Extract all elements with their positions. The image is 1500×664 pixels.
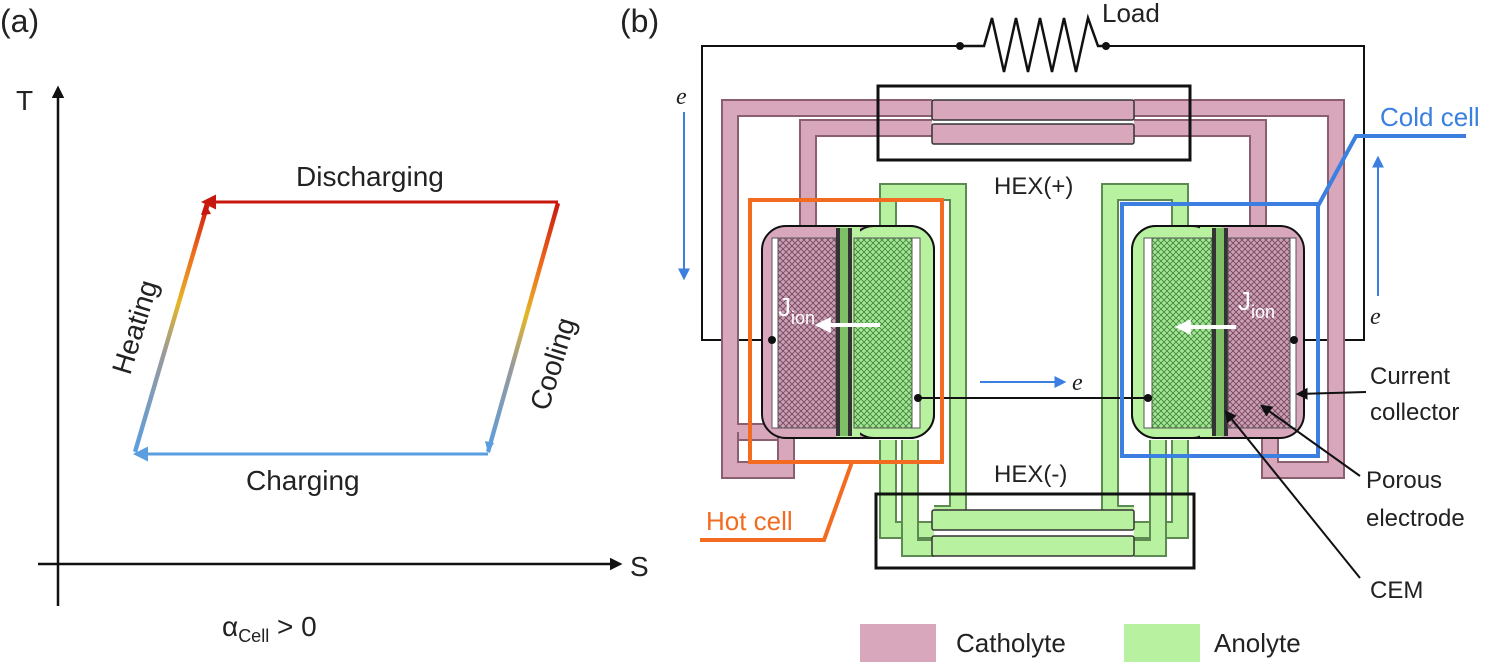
hex-pos-box: [876, 84, 1192, 162]
condition-rest: > 0: [269, 611, 316, 642]
legend-catholyte-label: Catholyte: [956, 628, 1066, 658]
cold-cell-terminal-right: [1290, 336, 1298, 344]
node-right: [1102, 42, 1110, 50]
cooling-line: [486, 202, 560, 453]
hot-cell-body: [761, 225, 935, 439]
electron-label-left: e: [676, 84, 687, 110]
heating-arrowhead: [201, 203, 211, 215]
heating-line: [133, 202, 210, 453]
alpha-symbol: α: [222, 611, 238, 642]
alpha-subscript: Cell: [238, 626, 269, 646]
j-sub-hot: ion: [791, 308, 815, 328]
load-label: Load: [1102, 0, 1160, 28]
legend-anolyte-label: Anolyte: [1214, 628, 1301, 658]
porous-electrode-pointer: [1260, 404, 1361, 477]
current-collector-pointer: [1295, 387, 1367, 400]
cem-label: CEM: [1370, 577, 1423, 604]
hot-cell-label: Hot cell: [706, 506, 793, 536]
hex-pos-channel-1: [931, 99, 1135, 121]
legend-anolyte-swatch: [1124, 624, 1200, 662]
current-collector-label-1: Current: [1370, 363, 1450, 390]
hex-neg-channel-1: [931, 509, 1135, 531]
charging-label: Charging: [246, 465, 360, 496]
porous-electrode-label-2: electrode: [1366, 505, 1465, 532]
hex-pos-channel-2: [931, 123, 1135, 145]
heating-label: Heating: [106, 276, 164, 377]
load-resistor: [960, 13, 1106, 73]
panel-b: (b) Load: [620, 0, 1480, 662]
s-axis-label: S: [630, 551, 649, 582]
j-symbol-hot: J: [778, 292, 791, 322]
cooling-label: Cooling: [524, 314, 581, 414]
j-sub-cold: ion: [1251, 302, 1275, 322]
j-ion-label-cold: Jion: [1238, 286, 1275, 322]
hex-neg-label: HEX(-): [994, 461, 1067, 488]
electron-label-middle: e: [1072, 370, 1083, 396]
porous-electrode-label-1: Porous: [1366, 467, 1442, 494]
legend-catholyte-swatch: [860, 624, 936, 662]
panel-a-label: (a): [0, 3, 39, 39]
condition-label: αCell > 0: [222, 611, 317, 646]
hex-neg-channel-2: [931, 535, 1135, 557]
current-collector-label-2: collector: [1370, 399, 1459, 426]
panel-a: (a) T S Discharging Charging Heating Coo…: [0, 3, 649, 646]
panel-b-label: (b): [620, 3, 659, 39]
hex-neg-box: [874, 492, 1196, 570]
cold-cell-body: [1131, 225, 1305, 439]
j-ion-label-hot: Jion: [778, 292, 815, 328]
cold-cell-frame: [1120, 202, 1320, 458]
t-axis-label: T: [16, 85, 33, 116]
electron-label-right: e: [1370, 304, 1381, 330]
cooling-arrowhead: [485, 441, 494, 453]
cem-pointer: [1224, 410, 1361, 579]
hot-cell-frame: [748, 198, 944, 464]
node-left: [956, 42, 964, 50]
discharging-label: Discharging: [296, 161, 444, 192]
hex-pos-label: HEX(+): [994, 173, 1073, 200]
hot-cell-leader: [700, 461, 854, 542]
cold-cell-leader: [1316, 134, 1466, 207]
cold-cell-label: Cold cell: [1380, 102, 1480, 132]
hot-cell-terminal-left: [768, 336, 776, 344]
j-symbol-cold: J: [1238, 286, 1251, 316]
